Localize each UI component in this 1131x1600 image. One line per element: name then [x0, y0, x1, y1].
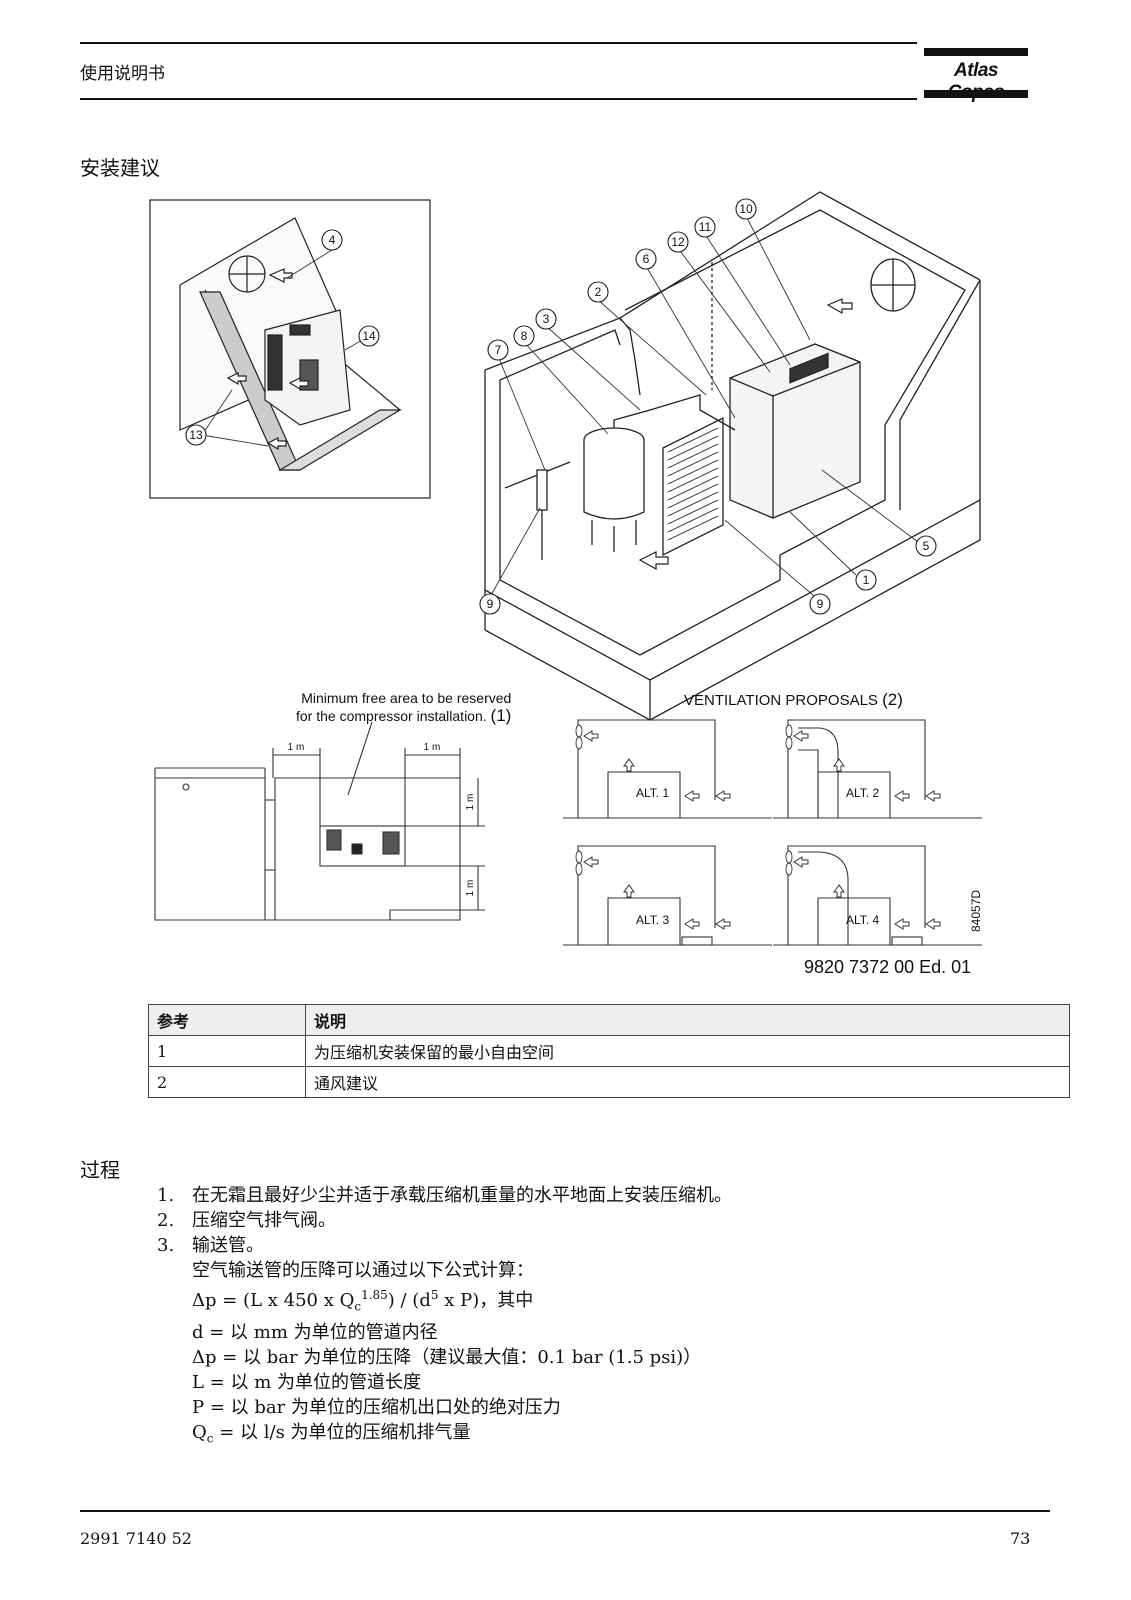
alt-4-label: ALT. 4 — [846, 913, 879, 927]
inset-room-drawing — [149, 199, 431, 499]
drawing-code: 84057D — [969, 890, 983, 932]
alt-2-label: ALT. 2 — [846, 786, 879, 800]
callout-10: 10 — [739, 202, 753, 216]
free-area-plan — [154, 721, 485, 921]
header-top-rule — [80, 42, 917, 44]
dim-1m-right: 1 m — [424, 742, 441, 753]
page-number: 73 — [1010, 1529, 1031, 1548]
footer-rule — [80, 1510, 1050, 1512]
callout-12: 12 — [671, 235, 685, 249]
callout-2: 2 — [595, 285, 602, 299]
alt-3-label: ALT. 3 — [636, 913, 669, 927]
definition-l: L = 以 m 为单位的管道长度 — [192, 1371, 421, 1393]
dim-1m-bottom: 1 m — [465, 880, 476, 897]
table-row: 1 为压缩机安装保留的最小自由空间 — [148, 1035, 1070, 1067]
table-cell-ref: 1 — [148, 1035, 306, 1067]
table-header-row: 参考 说明 — [148, 1004, 1070, 1036]
table-cell-ref: 2 — [148, 1066, 306, 1098]
callout-4: 4 — [329, 233, 336, 247]
edition-number: 9820 7372 00 Ed. 01 — [804, 957, 972, 977]
ventilation-proposals — [563, 719, 982, 946]
procedure-list: 1.在无霜且最好少尘并适于承载压缩机重量的水平地面上安装压缩机。 2.压缩空气排… — [157, 1183, 732, 1451]
callout-5: 5 — [923, 539, 930, 553]
list-item: 1.在无霜且最好少尘并适于承载压缩机重量的水平地面上安装压缩机。 — [157, 1185, 732, 1206]
callout-1: 1 — [863, 573, 870, 587]
definition-d: d = 以 mm 为单位的管道内径 — [192, 1321, 438, 1343]
callout-circles — [185, 198, 937, 615]
installation-figure: 4 14 13 10 11 12 6 2 3 8 7 9 9 1 5 — [149, 191, 983, 946]
list-item: 2.压缩空气排气阀。 — [157, 1210, 336, 1231]
table-header-ref: 参考 — [148, 1004, 306, 1036]
definition-qc: Qc = 以 l/s 为单位的压缩机排气量 — [192, 1421, 471, 1446]
callout-3: 3 — [543, 312, 550, 326]
header-bottom-rule — [80, 98, 917, 100]
callout-9b: 9 — [817, 597, 824, 611]
ventilation-title: VENTILATION PROPOSALS (2) — [684, 690, 903, 709]
definition-p: P = 以 bar 为单位的压缩机出口处的绝对压力 — [192, 1396, 561, 1418]
callout-14: 14 — [362, 329, 376, 343]
callout-11: 11 — [699, 220, 712, 234]
section-title-procedure: 过程 — [80, 1158, 120, 1182]
formula-intro: 空气输送管的压降可以通过以下公式计算： — [192, 1260, 534, 1281]
dim-1m-left: 1 m — [288, 742, 305, 753]
atlas-copco-logo: Atlas Copco — [924, 48, 1028, 103]
table-cell-desc: 为压缩机安装保留的最小自由空间 — [305, 1035, 1070, 1067]
list-item: 3.输送管。 — [157, 1235, 264, 1256]
formula: Δp = (L x 450 x Qc1.85) / (d5 x P)，其中 — [192, 1288, 534, 1314]
main-room-drawing — [484, 191, 981, 721]
header-title: 使用说明书 — [80, 64, 165, 84]
callout-8: 8 — [521, 329, 528, 343]
callout-6: 6 — [643, 252, 650, 266]
section-title-installation: 安装建议 — [80, 156, 160, 180]
callout-9a: 9 — [487, 597, 494, 611]
document-number: 2991 7140 52 — [80, 1529, 192, 1548]
table-row: 2 通风建议 — [148, 1066, 1070, 1098]
table-cell-desc: 通风建议 — [305, 1066, 1070, 1098]
callout-7: 7 — [495, 343, 502, 357]
dim-1m-top: 1 m — [465, 794, 476, 811]
table-header-desc: 说明 — [305, 1004, 1070, 1036]
callout-13: 13 — [189, 428, 203, 442]
alt-1-label: ALT. 1 — [636, 786, 669, 800]
definition-dp: Δp = 以 bar 为单位的压降（建议最大值：0.1 bar (1.5 psi… — [192, 1346, 702, 1368]
free-area-caption: Minimum free area to be reserved for the… — [296, 690, 512, 725]
reference-table: 参考 说明 1 为压缩机安装保留的最小自由空间 2 通风建议 — [148, 1004, 1070, 1098]
